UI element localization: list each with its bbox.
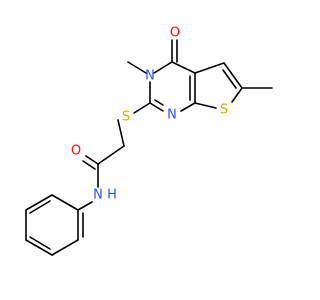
bond-ph-3-double xyxy=(29,236,51,250)
bond-c2-s xyxy=(133,102,151,114)
bond-n-phenyl xyxy=(77,201,93,211)
bond-s-c7a xyxy=(194,102,217,109)
atom-n-amide: N xyxy=(93,188,103,203)
bond-c6-s xyxy=(231,87,243,103)
bond-ch2-carbonyl xyxy=(97,145,125,165)
bond-carbonyl-o-double xyxy=(82,160,96,170)
atom-o-amide: O xyxy=(71,144,81,159)
bond-c4a-c4 xyxy=(171,61,196,74)
bond-c5-c6-double xyxy=(222,69,237,89)
bonds xyxy=(25,39,273,256)
atom-h-amide: H xyxy=(107,188,117,203)
bond-n1-c7a xyxy=(180,102,196,112)
bond-ph-5-double xyxy=(29,200,51,214)
structure-svg: O N N S S O N H xyxy=(25,26,273,256)
atom-labels: O N N S S O N H xyxy=(71,26,228,203)
bond-s-ch2 xyxy=(117,119,125,147)
atom-s-thioether: S xyxy=(122,110,130,125)
bond-ph-6 xyxy=(51,194,79,211)
bond-c4-n3 xyxy=(153,61,173,74)
bond-c2-n1-double xyxy=(154,99,164,106)
atom-n-ring: N xyxy=(167,108,177,123)
molecule-diagram: O N N S S O N H xyxy=(25,26,273,256)
bond-c2-n1 xyxy=(149,102,164,112)
bond-n3-methyl xyxy=(127,61,147,74)
atom-s-thiophene: S xyxy=(220,103,228,118)
bond-c4a-c5 xyxy=(194,62,225,74)
bond-ph-2 xyxy=(51,239,79,256)
bond-ph-5 xyxy=(25,194,53,211)
bond-ph-3 xyxy=(25,239,53,256)
atom-o-ring: O xyxy=(170,26,180,41)
bond-c5-c6 xyxy=(223,62,243,89)
atom-n-ring-methyl: N xyxy=(145,69,155,84)
bond-carbonyl-o xyxy=(85,155,99,165)
